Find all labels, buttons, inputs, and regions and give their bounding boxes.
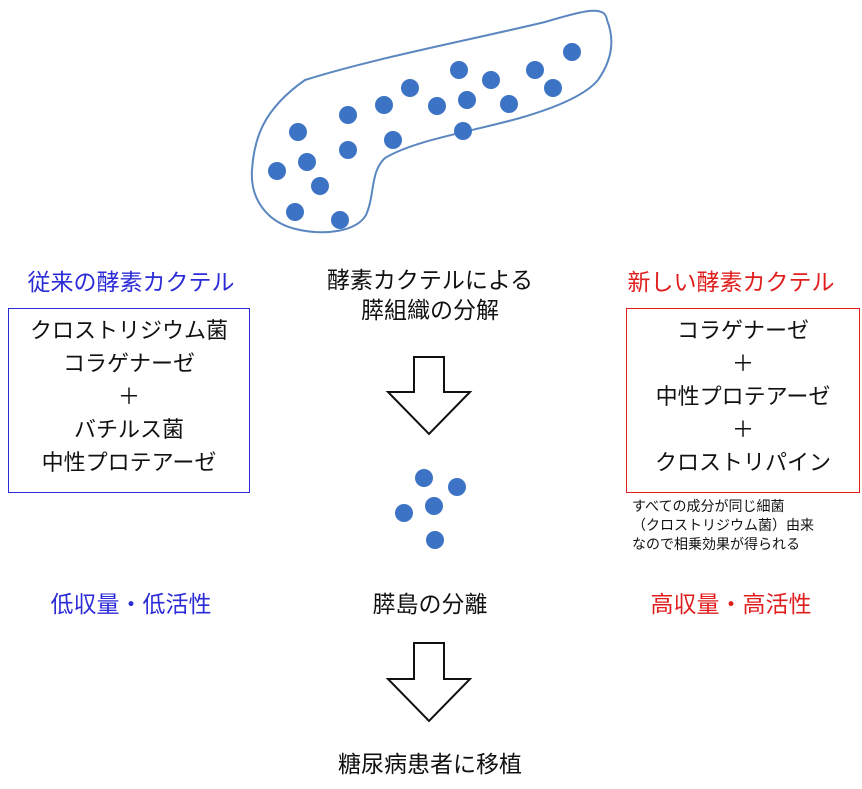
digestion-label: 酵素カクテルによる 膵組織の分解 bbox=[280, 266, 580, 326]
islet-cell-icon bbox=[395, 504, 413, 522]
islet-cell-icon bbox=[458, 91, 476, 109]
conventional-result: 低収量・低活性 bbox=[50, 592, 212, 618]
islet-cell-icon bbox=[401, 79, 419, 97]
islet-cell-icon bbox=[450, 61, 468, 79]
digestion-label-line1: 酵素カクテルによる bbox=[326, 268, 534, 294]
component-line: 中性プロテアーゼ bbox=[655, 385, 831, 410]
islet-cell-icon bbox=[454, 122, 472, 140]
islet-cell-icon bbox=[428, 97, 446, 115]
plus-sign: ＋ bbox=[117, 385, 140, 410]
islet-cell-icon bbox=[482, 71, 500, 89]
islet-cell-icon bbox=[426, 531, 444, 549]
digestion-label-line2: 膵組織の分解 bbox=[361, 298, 499, 324]
component-line: クロストリジウム菌 bbox=[29, 319, 228, 344]
islet-cell-icon bbox=[286, 203, 304, 221]
new-cocktail-box: コラゲナーゼ ＋ 中性プロテアーゼ ＋ クロストリパイン bbox=[626, 308, 860, 493]
islet-cell-icon bbox=[448, 478, 466, 496]
islet-cell-icon bbox=[289, 123, 307, 141]
islet-isolation-label: 膵島の分離 bbox=[372, 592, 488, 618]
new-cocktail-title: 新しい酵素カクテル bbox=[627, 270, 835, 296]
islet-cell-icon bbox=[544, 79, 562, 97]
synergy-note-line: （クロストリジウム菌）由来 bbox=[632, 518, 814, 534]
isolated-islet-cells bbox=[395, 469, 466, 549]
component-line: コラゲナーゼ bbox=[62, 352, 195, 377]
synergy-note-line: すべての成分が同じ細菌 bbox=[632, 499, 785, 515]
islet-cell-icon bbox=[500, 95, 518, 113]
plus-sign: ＋ bbox=[731, 352, 754, 377]
islet-cell-icon bbox=[311, 177, 329, 195]
component-line: 中性プロテアーゼ bbox=[41, 451, 217, 476]
islet-cell-icon bbox=[268, 162, 286, 180]
islet-cell-icon bbox=[331, 211, 349, 229]
new-cocktail-components: コラゲナーゼ ＋ 中性プロテアーゼ ＋ クロストリパイン bbox=[627, 309, 859, 480]
islet-cell-icon bbox=[339, 141, 357, 159]
plus-sign: ＋ bbox=[731, 418, 754, 443]
down-arrow-icon bbox=[385, 642, 473, 723]
component-line: クロストリパイン bbox=[654, 451, 831, 476]
component-line: バチルス菌 bbox=[73, 418, 184, 443]
pancreas-outline-icon bbox=[250, 9, 613, 234]
conventional-cocktail-title: 従来の酵素カクテル bbox=[27, 270, 235, 296]
pancreas-islet-cells bbox=[268, 43, 581, 229]
conventional-cocktail-components: クロストリジウム菌 コラゲナーゼ ＋ バチルス菌 中性プロテアーゼ bbox=[9, 309, 249, 480]
transplant-label: 糖尿病患者に移植 bbox=[338, 752, 522, 778]
islet-cell-icon bbox=[415, 469, 433, 487]
islet-cell-icon bbox=[425, 497, 443, 515]
islet-cell-icon bbox=[298, 153, 316, 171]
islet-cell-icon bbox=[563, 43, 581, 61]
islet-cell-icon bbox=[339, 106, 357, 124]
conventional-cocktail-box: クロストリジウム菌 コラゲナーゼ ＋ バチルス菌 中性プロテアーゼ bbox=[8, 308, 250, 493]
synergy-note-line: なので相乗効果が得られる bbox=[632, 537, 800, 553]
component-line: コラゲナーゼ bbox=[676, 319, 809, 344]
new-result: 高収量・高活性 bbox=[650, 592, 812, 618]
islet-cell-icon bbox=[375, 96, 393, 114]
synergy-note: すべての成分が同じ細菌 （クロストリジウム菌）由来 なので相乗効果が得られる bbox=[632, 498, 858, 555]
down-arrow-icon bbox=[385, 356, 473, 436]
islet-cell-icon bbox=[384, 131, 402, 149]
islet-cell-icon bbox=[526, 61, 544, 79]
